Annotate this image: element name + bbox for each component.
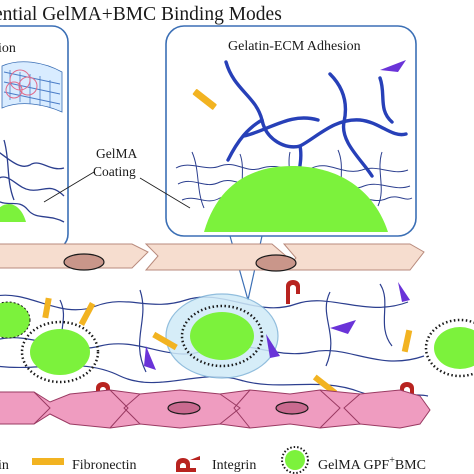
legend-gelma-sup: +	[389, 455, 395, 466]
callout-label-line1: GelMA	[96, 146, 137, 161]
lipid-membrane-icon	[1, 61, 63, 113]
right-inset-panel: Gelatin-ECM Adhesion	[165, 25, 417, 237]
gelma-bmc-particle-icon	[281, 446, 309, 474]
gelma-bmc-particle	[20, 320, 100, 384]
left-inset-panel: ion	[0, 25, 69, 251]
tan-cell-layer	[0, 243, 425, 272]
pink-cell-nucleus	[275, 401, 309, 415]
legend-gelma-suffix: BMC	[395, 458, 426, 473]
collagen-fragment-icon	[380, 60, 406, 72]
pink-cell-nucleus	[167, 401, 201, 415]
integrin-receptor-icon	[286, 280, 300, 304]
fibronectin-bar-icon	[32, 458, 64, 465]
fibronectin-bars	[42, 297, 413, 396]
gelma-dome	[204, 166, 388, 232]
left-gelma-particle	[0, 204, 26, 222]
integrin-receptor-icon	[176, 456, 200, 472]
tan-cell-nucleus	[255, 254, 297, 272]
legend-gelma-text: GelMA GPF	[318, 458, 389, 473]
pink-cell-layer	[0, 389, 431, 429]
legend: in Fibronectin Integrin GelMA GPF+BMC	[0, 446, 426, 474]
legend-integrin-label: Integrin	[212, 458, 256, 473]
right-panel-label: Gelatin-ECM Adhesion	[228, 39, 361, 54]
collagen-fragments	[144, 282, 410, 370]
tan-cell-nucleus	[63, 253, 105, 271]
callout-leader-lines	[43, 171, 191, 209]
gelma-bmc-particle	[0, 301, 31, 339]
gelma-bmc-particle	[424, 318, 474, 378]
gelma-bmc-particle	[165, 293, 279, 379]
fibronectin-bar-icon	[192, 89, 217, 110]
diagram-title: ential GelMA+BMC Binding Modes	[0, 4, 282, 25]
legend-fibronectin-label: Fibronectin	[72, 458, 137, 473]
legend-item-1-label: in	[0, 458, 9, 473]
left-panel-label: ion	[0, 41, 16, 56]
callout-label-line2: Coating	[93, 164, 136, 179]
legend-gelma-label: GelMA GPF+BMC	[318, 455, 426, 473]
